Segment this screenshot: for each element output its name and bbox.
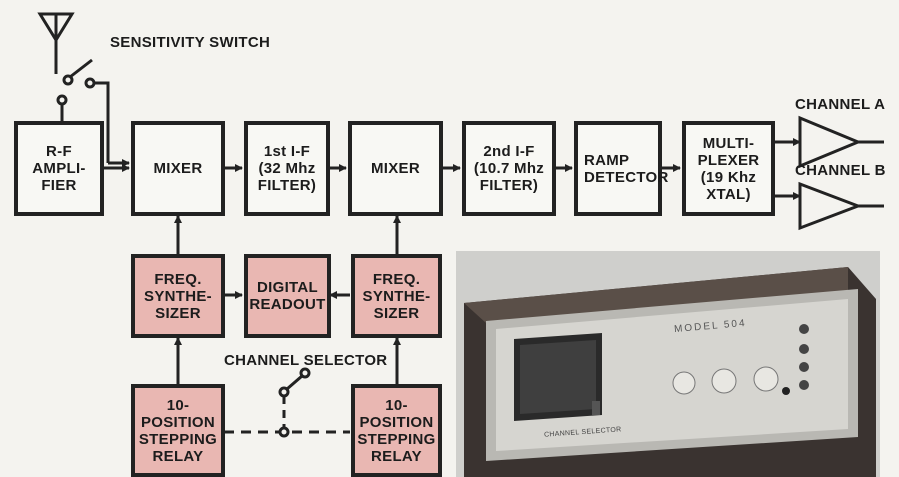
mixer-2-block: MIXER <box>348 121 443 216</box>
tuner-photo-illustration <box>456 251 880 477</box>
stepping-relay-1-block: 10- POSITION STEPPING RELAY <box>131 384 225 477</box>
channel-selector-label: CHANNEL SELECTOR <box>224 352 387 369</box>
rf-input-terminal-icon <box>58 96 66 104</box>
channel-b-label: CHANNEL B <box>795 162 886 179</box>
sensitivity-switch-label: SENSITIVITY SWITCH <box>110 34 270 51</box>
mixer-1-block: MIXER <box>131 121 225 216</box>
product-photo: MODEL 504 CHANNEL SELECTOR <box>456 251 880 477</box>
stepping-relay-2-block: 10- POSITION STEPPING RELAY <box>351 384 442 477</box>
amplifier-b-icon <box>800 184 858 228</box>
multiplexer-block: MULTI- PLEXER (19 Khz XTAL) <box>682 121 775 216</box>
digital-readout-block: DIGITAL READOUT <box>244 254 331 338</box>
antenna-icon <box>40 14 72 74</box>
channel-a-label: CHANNEL A <box>795 96 885 113</box>
frequency-synthesizer-1-block: FREQ. SYNTHE- SIZER <box>131 254 225 338</box>
channel-selector-switch-icon <box>280 388 288 396</box>
frequency-synthesizer-2-block: FREQ. SYNTHE- SIZER <box>351 254 442 338</box>
first-if-filter-block: 1st I-F (32 Mhz FILTER) <box>244 121 330 216</box>
ramp-detector-block: RAMP DETECTOR <box>574 121 662 216</box>
rf-amplifier-block: R-F AMPLI- FIER <box>14 121 104 216</box>
amplifier-a-icon <box>800 118 858 166</box>
second-if-filter-block: 2nd I-F (10.7 Mhz FILTER) <box>462 121 556 216</box>
